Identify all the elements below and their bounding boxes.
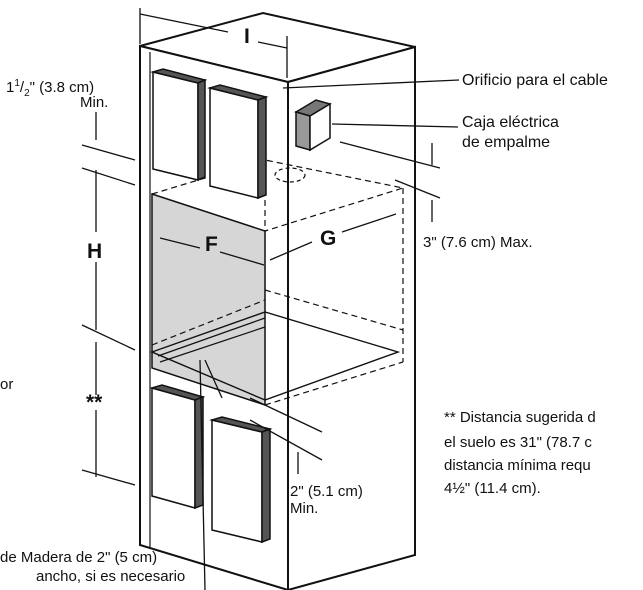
bottom-gap-min: Min. <box>290 500 319 517</box>
junction-box-label-2: de empalme <box>462 134 551 151</box>
oven-cutout-dashed <box>151 159 404 406</box>
bottom-gap-label: 2" (5.1 cm) <box>290 483 363 500</box>
dimension-g-label: G <box>320 227 337 250</box>
note-line-3: distancia mínima requ <box>444 457 591 474</box>
dimension-f-label: F <box>205 233 218 256</box>
upper-doors <box>150 68 269 200</box>
leader-lines <box>81 8 460 590</box>
left-cut-text: or <box>0 376 14 393</box>
junction-box <box>294 99 332 152</box>
support-shelf <box>150 311 401 401</box>
cable-hole <box>274 167 306 183</box>
wood-strip-label-2: ancho, si es necesario <box>36 568 186 585</box>
top-gap-min: Min. <box>80 94 109 111</box>
dimension-h-label: H <box>87 240 103 263</box>
note-line-1: ** Distancia sugerida d <box>444 409 596 426</box>
top-gap-label: 11/2" (3.8 cm) <box>6 78 95 99</box>
junction-box-label-1: Caja eléctrica <box>462 114 559 131</box>
max-gap-label: 3" (7.6 cm) Max. <box>423 234 533 251</box>
wood-strip-label-1: de Madera de 2" (5 cm) <box>0 549 158 566</box>
cabinet-side <box>287 45 416 590</box>
oven-cutout-front <box>151 192 266 407</box>
dimension-i-label: I <box>244 25 250 48</box>
note-line-4: 4½" (11.4 cm). <box>444 480 541 497</box>
note-line-2: el suelo es 31" (78.7 c <box>444 434 592 451</box>
dimension-star-label: ** <box>86 391 103 414</box>
cable-hole-label: Orificio para el cable <box>462 72 608 89</box>
